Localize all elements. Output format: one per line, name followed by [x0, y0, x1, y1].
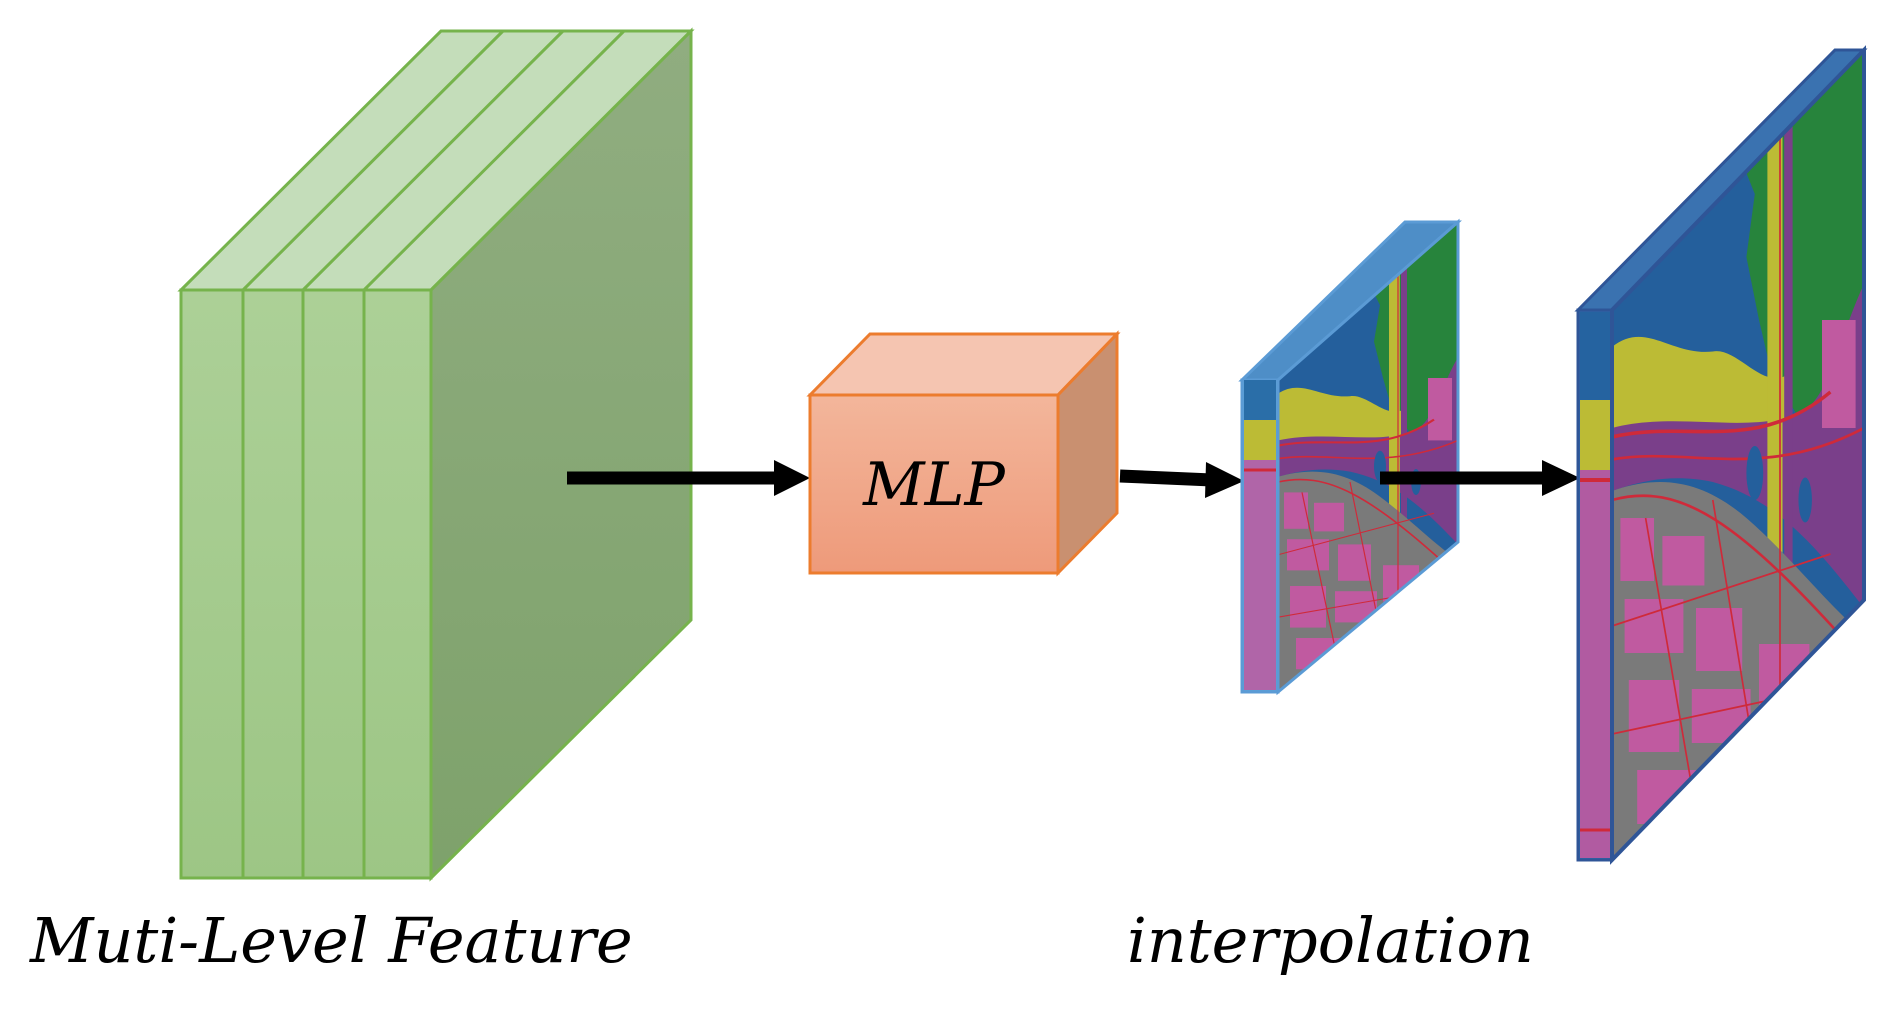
small-map-front-face [1276, 218, 1460, 696]
interpolation-caption: interpolation [1127, 904, 1534, 977]
feature-stack [177, 27, 695, 882]
features-caption: Muti-Level Feature [29, 904, 633, 977]
high-res-segmentation-map [1574, 45, 1868, 865]
arrow-features-to-mlp [567, 460, 810, 496]
mlp-front-face [808, 393, 1060, 575]
arrow-map-to-upsampled [1380, 460, 1580, 496]
arrow-mlp-to-map [1119, 462, 1244, 498]
feature-front-face [179, 288, 433, 880]
mlp-block: MLP [806, 330, 1121, 577]
mlp-label: MLP [862, 450, 1006, 520]
large-map-front-face [1610, 45, 1866, 865]
low-res-segmentation-map [1238, 218, 1462, 696]
